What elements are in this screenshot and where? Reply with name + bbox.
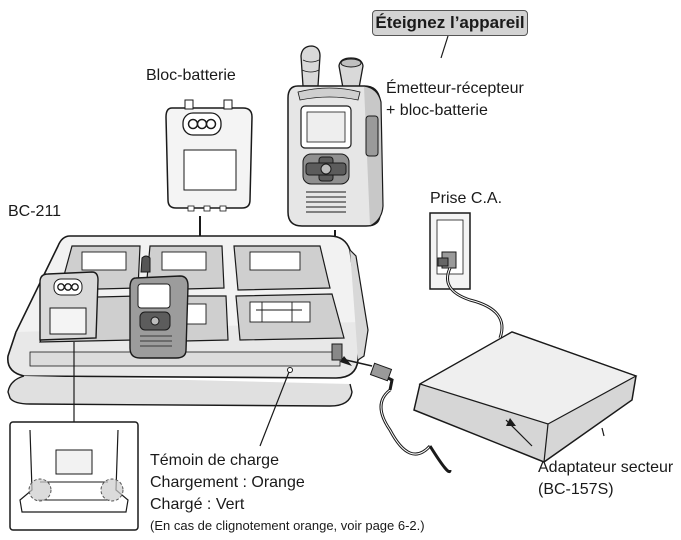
charger-model-label: BC-211 (8, 203, 61, 220)
adapter-label-line2: (BC-157S) (538, 481, 614, 498)
indicator-title: Témoin de charge (150, 452, 279, 469)
wall-outlet (429, 212, 471, 290)
ac-adapter (340, 267, 638, 473)
blink-note: (En cas de clignotement orange, voir pag… (150, 518, 425, 533)
charger-base (7, 235, 369, 407)
detail-inset (9, 342, 139, 531)
adapter-label-line1: Adaptateur secteur (538, 459, 674, 476)
transceiver-label-line2: + bloc-batterie (386, 102, 488, 119)
callout-pointer (440, 35, 449, 59)
callout-text: Éteignez l’appareil (375, 13, 525, 32)
transceiver (287, 45, 384, 227)
led-pointer (259, 371, 290, 447)
battery-pack-label: Bloc-batterie (146, 67, 236, 84)
indicator-charging: Chargement : Orange (150, 474, 305, 491)
callout-turn-off: Éteignez l’appareil (372, 10, 528, 36)
indicator-charged: Chargé : Vert (150, 496, 245, 513)
transceiver-label-line1: Émetteur-récepteur (386, 78, 525, 97)
battery-pack (165, 99, 253, 212)
ac-outlet-label: Prise C.A. (430, 190, 502, 207)
